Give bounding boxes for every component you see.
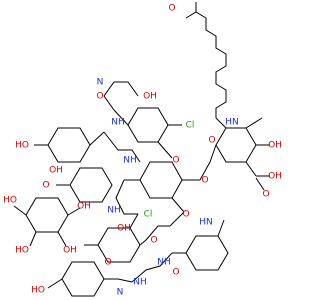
atom-label-o: O bbox=[42, 181, 49, 191]
atom-label-o: O bbox=[150, 236, 157, 246]
sugar-ring-left bbox=[13, 197, 81, 247]
molecule-canvas: O HN OH OH O O Cl O O O OH O N NH NH NH … bbox=[3, 2, 282, 298]
atom-label-nh: NH bbox=[107, 206, 121, 216]
atom-label-o: O bbox=[262, 190, 269, 200]
atom-label-ho: HO bbox=[3, 196, 17, 206]
atom-label-n: N bbox=[117, 288, 124, 298]
atom-label-o: O bbox=[172, 268, 179, 278]
atom-label-o: O bbox=[96, 92, 103, 102]
peptide-backbone bbox=[103, 81, 217, 283]
atom-label-o: O bbox=[104, 258, 111, 268]
atom-label-oh: OH bbox=[77, 202, 91, 212]
aryl-ring-bottom bbox=[47, 261, 118, 297]
aryl-ring-lower-right bbox=[172, 219, 229, 271]
atom-label-ho: HO bbox=[15, 246, 29, 256]
aryl-ring-center bbox=[124, 161, 200, 213]
atom-label-oh: OH bbox=[63, 246, 77, 256]
atom-label-nh: HN bbox=[225, 118, 239, 128]
atom-label-oh: OH bbox=[268, 172, 282, 182]
aryl-ring-upper bbox=[113, 107, 182, 159]
atom-label-nh: NH bbox=[133, 278, 147, 288]
aryl-ring-left-upper bbox=[34, 127, 105, 163]
lipid-chain bbox=[185, 2, 227, 118]
atom-label-ho: HO bbox=[31, 286, 45, 296]
atom-label-ho: HO bbox=[15, 141, 29, 151]
atom-label-o: O bbox=[201, 176, 208, 186]
molecule-structure: O HN OH OH O O Cl O O O OH O N NH NH NH … bbox=[3, 2, 282, 298]
glucuronic-ring bbox=[215, 117, 270, 191]
atom-label-o: O bbox=[182, 210, 189, 220]
atom-label-oh: OH bbox=[49, 166, 63, 176]
aryl-ring-lower-left bbox=[84, 213, 141, 263]
atom-labels: O HN OH OH O O Cl O O O OH O N NH NH NH … bbox=[3, 4, 282, 298]
atom-label-oh: OH bbox=[117, 224, 131, 234]
atom-label-nh: NH bbox=[123, 156, 137, 166]
atom-label-oh: OH bbox=[143, 92, 157, 102]
atom-label-nh: NH bbox=[157, 258, 171, 268]
atom-label-hn: HN bbox=[199, 218, 213, 228]
atom-label-cl: Cl bbox=[186, 121, 195, 131]
atom-label-cl: Cl bbox=[144, 210, 153, 220]
atom-label-o: O bbox=[208, 136, 215, 146]
atom-label-o: O bbox=[168, 4, 175, 14]
aryl-ring-left-lower bbox=[56, 167, 113, 203]
atom-label-o: O bbox=[172, 156, 179, 166]
atom-label-nh: NH bbox=[111, 118, 125, 128]
atom-label-oh: OH bbox=[268, 141, 282, 151]
atom-label-n: N bbox=[97, 78, 104, 88]
